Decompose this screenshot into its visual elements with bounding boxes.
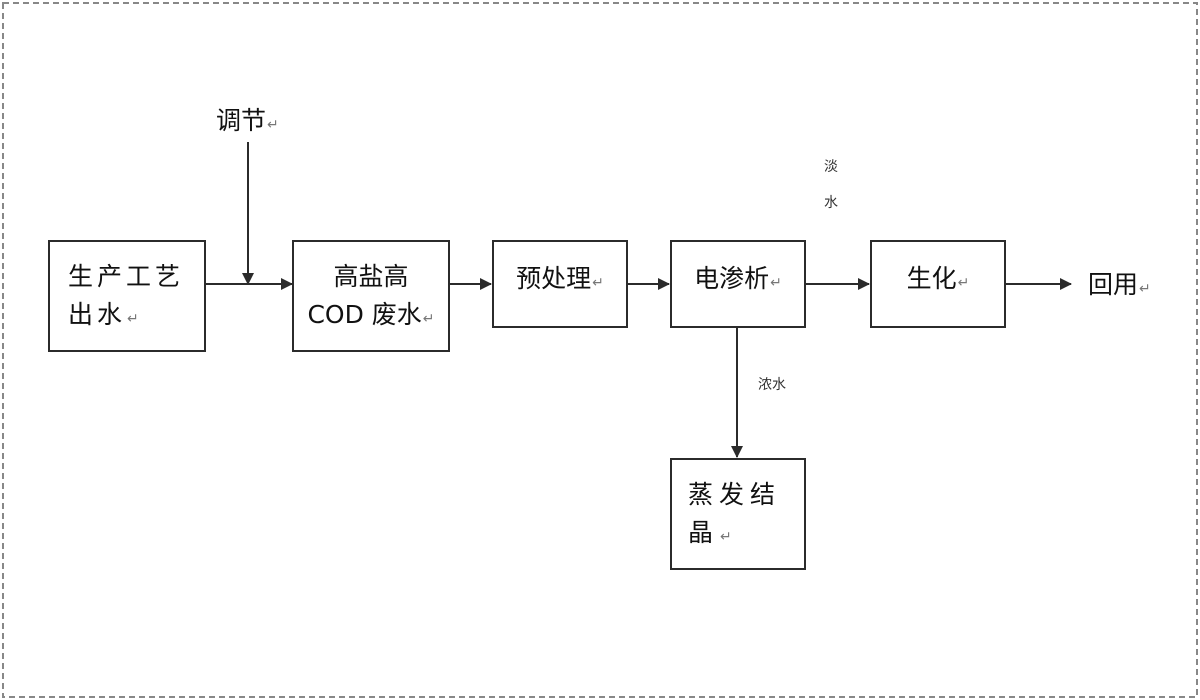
node-pretreatment: 预处理↵ xyxy=(492,240,628,328)
node-production-line2: 出水↵ xyxy=(68,300,143,329)
label-dilute-water: 淡 水 xyxy=(824,158,838,212)
node-high-salt-cod-wastewater: 高盐高 COD 废水↵ xyxy=(292,240,450,352)
label-adjust: 调节↵ xyxy=(216,106,279,135)
node-production-line1: 生产工艺 xyxy=(68,262,185,291)
node-evaporation-line1: 蒸发结 xyxy=(688,480,782,509)
node-biochemical: 生化↵ xyxy=(870,240,1006,328)
label-dilute-char2: 水 xyxy=(824,195,838,211)
node-electrodialysis-label: 电渗析↵ xyxy=(694,264,782,293)
node-wastewater-line1: 高盐高 xyxy=(333,262,409,291)
label-reuse: 回用↵ xyxy=(1088,270,1151,299)
label-concentrate-water: 浓水 xyxy=(758,377,786,393)
node-electrodialysis: 电渗析↵ xyxy=(670,240,806,328)
node-biochem-label: 生化↵ xyxy=(906,264,970,293)
node-evaporation-crystallization: 蒸发结 晶↵ xyxy=(670,458,806,570)
node-production-water: 生产工艺 出水↵ xyxy=(48,240,206,352)
node-pretreat-label: 预处理↵ xyxy=(516,264,604,293)
node-wastewater-line2: COD 废水↵ xyxy=(307,300,435,329)
node-evaporation-line2: 晶↵ xyxy=(688,518,738,547)
label-dilute-char1: 淡 xyxy=(824,159,838,175)
